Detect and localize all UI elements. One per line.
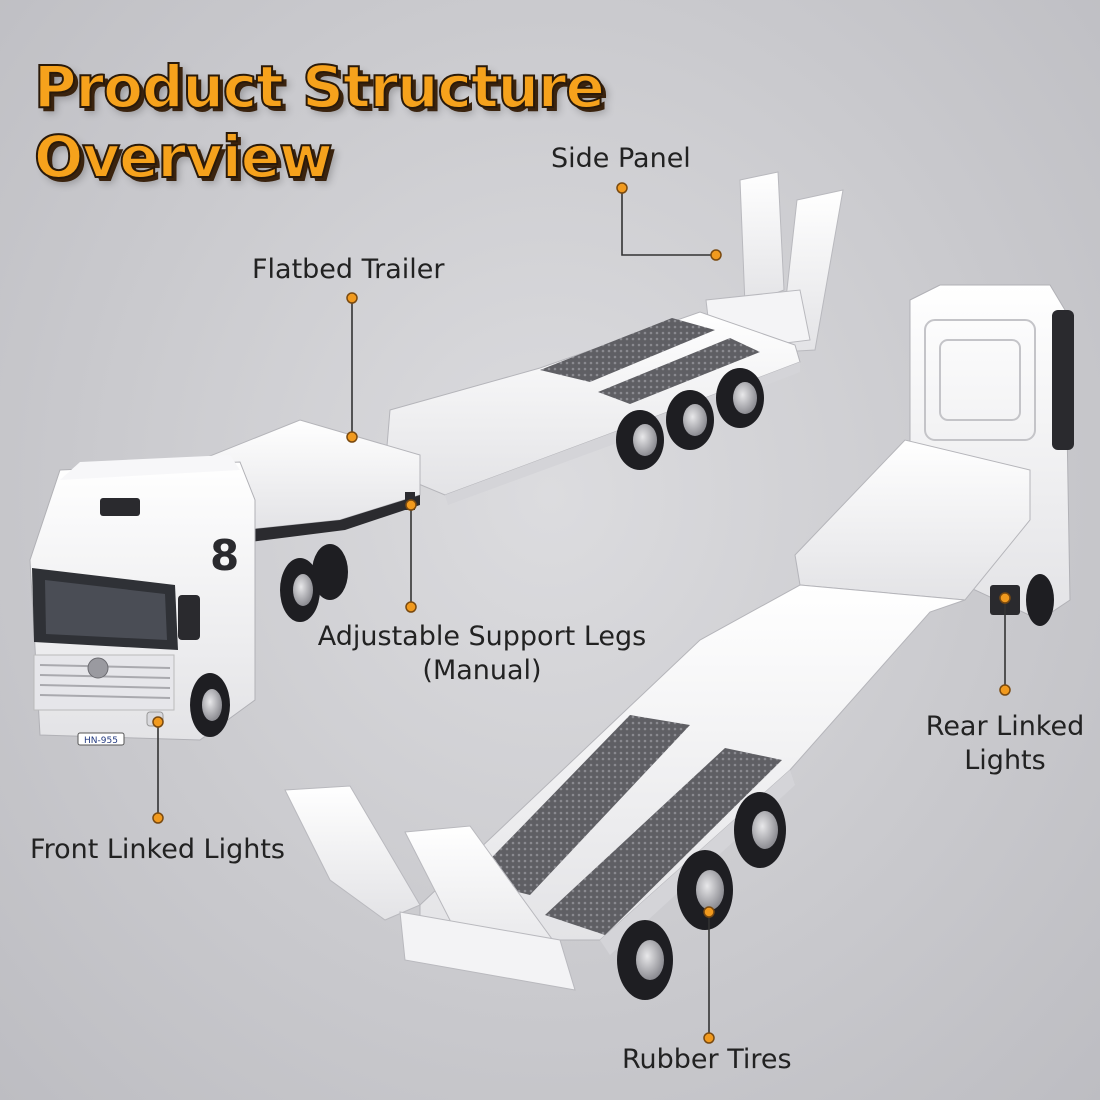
marker-dot — [405, 499, 417, 511]
marker-dot — [152, 716, 164, 728]
label-flatbed-trailer: Flatbed Trailer — [252, 254, 445, 285]
side-panel-ramps-bottom — [284, 785, 576, 991]
tractor-cab-left: HN-955 8 — [29, 455, 348, 746]
label-rear-lights-line1: Rear Linked — [925, 711, 1085, 742]
marker-dot — [346, 292, 358, 304]
label-front-lights: Front Linked Lights — [30, 834, 285, 865]
label-support-legs: Adjustable Support Legs (Manual) — [312, 620, 652, 688]
marker-dot — [152, 812, 164, 824]
license-plate: HN-955 — [84, 736, 118, 746]
marker-dot — [999, 684, 1011, 696]
trailer-wheels-bottom — [617, 792, 786, 1000]
label-support-legs-line2: (Manual) — [422, 655, 542, 686]
svg-text:8: 8 — [210, 531, 239, 580]
truck-left: HN-955 8 — [29, 171, 844, 746]
marker-dot — [616, 182, 628, 194]
marker-dot — [703, 906, 715, 918]
page-title: Product Structure Overview — [33, 52, 606, 192]
marker-dot — [346, 431, 358, 443]
marker-dot — [405, 601, 417, 613]
title-line-1: Product Structure — [33, 52, 606, 122]
marker-dot — [703, 1032, 715, 1044]
label-rear-lights: Rear Linked Lights — [920, 710, 1090, 778]
truck-right — [284, 284, 1074, 1000]
marker-dot — [710, 249, 722, 261]
trailer-wheels-top — [616, 368, 764, 470]
title-line-2: Overview — [33, 122, 334, 192]
marker-dot — [999, 592, 1011, 604]
label-support-legs-line1: Adjustable Support Legs — [317, 621, 647, 652]
label-rear-lights-line2: Lights — [964, 745, 1046, 776]
label-rubber-tires: Rubber Tires — [622, 1044, 792, 1075]
label-side-panel: Side Panel — [551, 143, 691, 174]
